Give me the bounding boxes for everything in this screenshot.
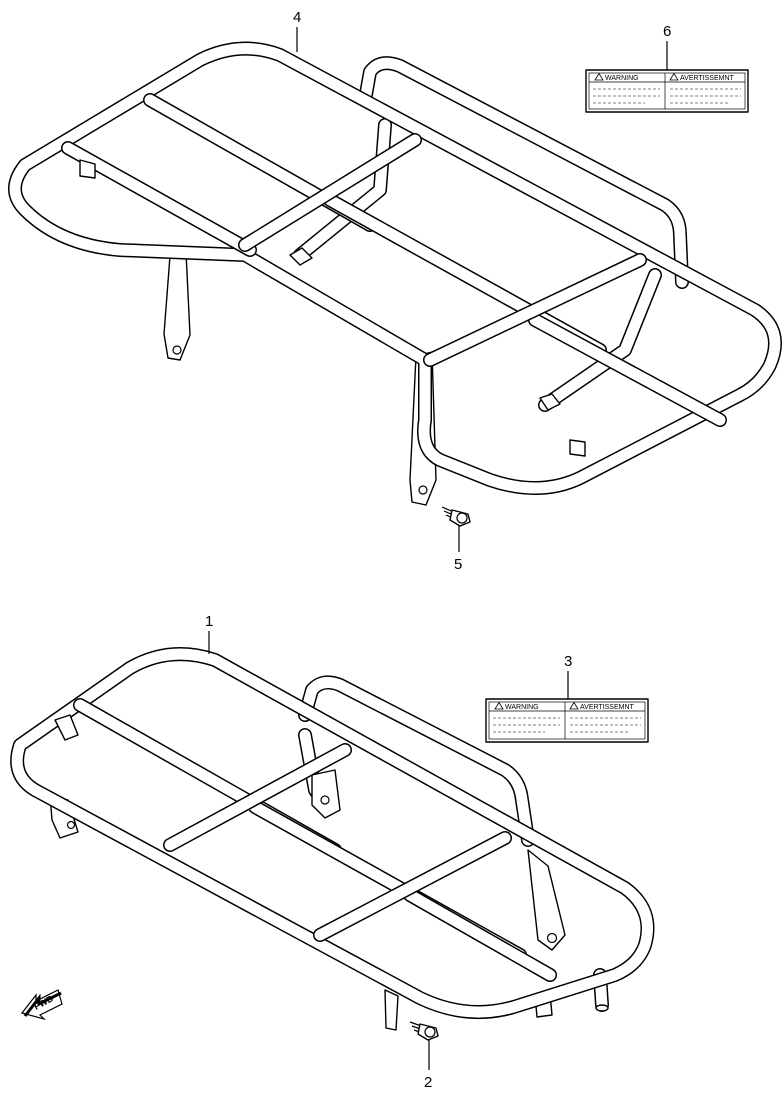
callout-6: 6 [663,23,671,70]
label-warning-text: WARNING [605,75,639,82]
bolt-part-5 [441,506,471,527]
label-avertissement-text: AVERTISSEMNT [680,75,735,82]
callout-number: 3 [564,653,572,670]
callout-number: 5 [454,556,462,573]
rack-leg-left [163,251,191,361]
warning-triangle-icon [594,72,604,81]
callout-2: 2 [424,1040,432,1091]
label-warning-text: WARNING [505,704,539,711]
callout-4: 4 [293,9,301,52]
callout-number: 4 [293,9,301,26]
bolt-part-2 [409,1021,439,1041]
callout-5: 5 [454,525,462,573]
warning-label-part-3: WARNING AVERTISSEMNT [485,698,649,743]
callout-number: 6 [663,23,671,40]
warning-label-part-6: WARNING AVERTISSEMNT [585,69,749,113]
callout-3: 3 [564,653,572,699]
callout-1: 1 [205,613,213,654]
front-carrier-rack [8,41,782,506]
callout-number: 2 [424,1074,432,1091]
label-avertissement-text: AVERTISSEMNT [580,704,635,711]
callout-number: 1 [205,613,213,630]
fwd-arrow-icon: FWD [20,989,63,1021]
rear-carrier-rack [10,647,655,1031]
